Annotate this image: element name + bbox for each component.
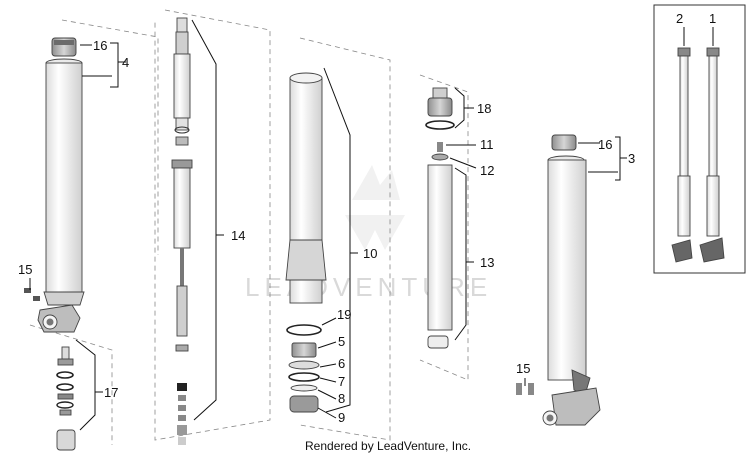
callout-9: 9 [338, 410, 345, 425]
callout-11: 11 [480, 137, 494, 152]
callout-10: 10 [363, 246, 377, 261]
callout-14: 14 [231, 228, 245, 243]
callout-12: 12 [480, 163, 494, 178]
overview-inset [653, 4, 746, 274]
callout-16-left: 16 [93, 38, 107, 53]
callout-3: 3 [628, 151, 635, 166]
callout-15-right: 15 [516, 361, 530, 376]
callout-17: 17 [104, 385, 118, 400]
foot-valve-left [56, 429, 76, 451]
callout-16-right: 16 [598, 137, 612, 152]
callout-8: 8 [338, 391, 345, 406]
callout-4: 4 [122, 55, 129, 70]
cartridge-assembly [154, 9, 271, 445]
callout-13: 13 [480, 255, 494, 270]
callout-5: 5 [338, 334, 345, 349]
top-cap-right [551, 134, 577, 151]
callout-2: 2 [676, 11, 683, 26]
watermark-text: LEADVENTURE [245, 272, 492, 302]
fork-spring [427, 164, 453, 331]
inner-tube-assembly [285, 37, 391, 441]
callout-19: 19 [337, 307, 351, 322]
watermark-logo [345, 165, 405, 250]
callout-15-left: 15 [18, 262, 32, 277]
right-outer-tube-assembly [516, 134, 627, 426]
callout-1: 1 [709, 11, 716, 26]
callout-7: 7 [338, 374, 345, 389]
fork-cap [427, 97, 453, 117]
left-outer-tube-assembly [24, 19, 159, 451]
fork-leg-2 [679, 55, 689, 177]
callout-18: 18 [477, 101, 491, 116]
callout-6: 6 [338, 356, 345, 371]
axle-clamp-right [551, 387, 601, 426]
outer-tube-left [45, 62, 83, 294]
spring-assembly [419, 74, 477, 381]
fork-leg-1 [708, 55, 718, 177]
outer-tube-right [547, 159, 587, 381]
render-credit: Rendered by LeadVenture, Inc. [305, 439, 471, 453]
